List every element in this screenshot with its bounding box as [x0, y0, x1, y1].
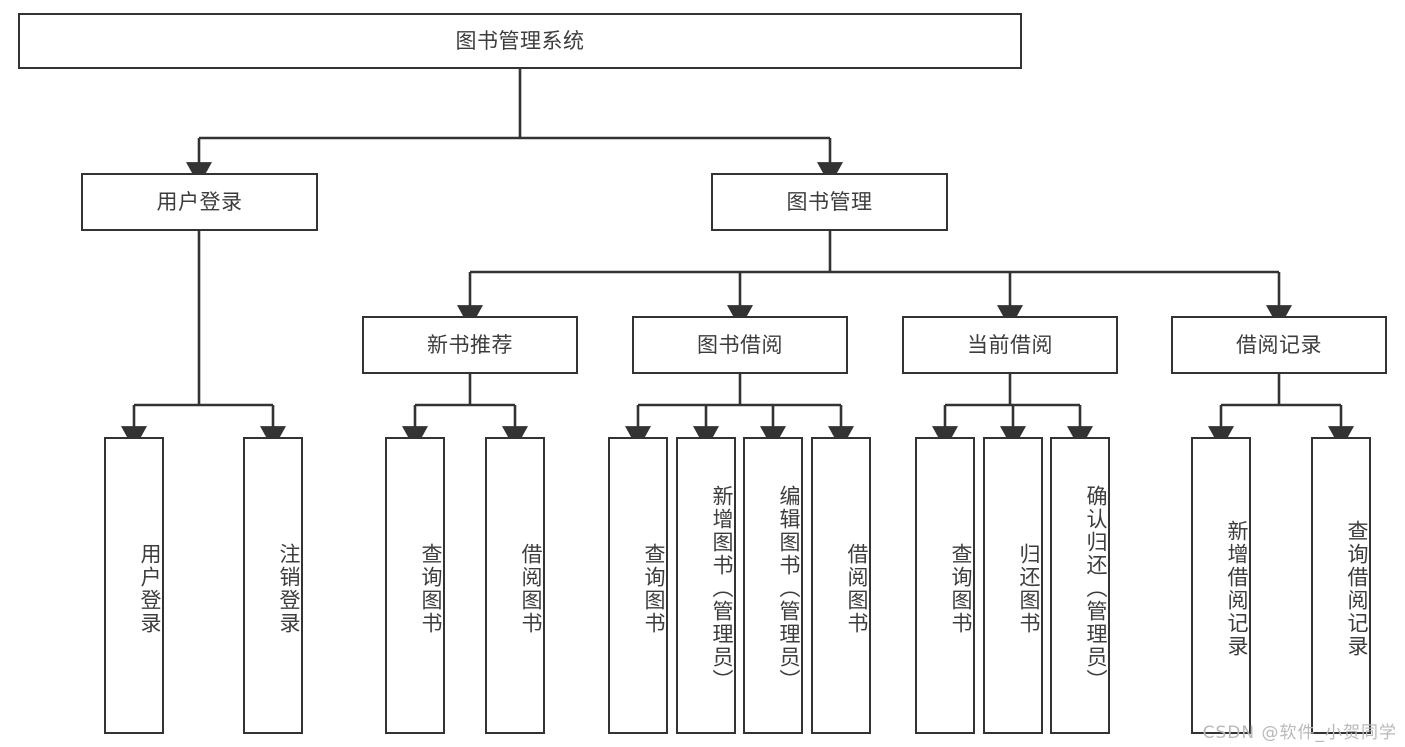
leaf-nbr-borrow-book-label: 借阅图书 [519, 542, 543, 635]
leaf-bb-edit-book-admin-label: 编辑图书（管理员） [777, 485, 801, 692]
node-new-book-recommend-label: 新书推荐 [427, 332, 513, 357]
node-book-borrow[interactable]: 图书借阅 [632, 316, 848, 374]
node-new-book-recommend[interactable]: 新书推荐 [362, 316, 578, 374]
leaf-nbr-query-book-label: 查询图书 [419, 542, 443, 635]
leaf-cb-query-book[interactable]: 查询图书 [915, 437, 975, 734]
leaf-logout-label: 注销登录 [277, 542, 301, 635]
leaf-cb-return-book[interactable]: 归还图书 [983, 437, 1043, 734]
leaf-user-login[interactable]: 用户登录 [104, 437, 164, 734]
leaf-bb-borrow-book[interactable]: 借阅图书 [811, 437, 871, 734]
node-user-login[interactable]: 用户登录 [81, 173, 318, 231]
node-book-borrow-label: 图书借阅 [697, 332, 783, 357]
node-root[interactable]: 图书管理系统 [18, 13, 1022, 69]
node-borrow-record[interactable]: 借阅记录 [1171, 316, 1387, 374]
leaf-cb-confirm-return-admin-label: 确认归还（管理员） [1084, 485, 1108, 692]
leaf-logout[interactable]: 注销登录 [243, 437, 303, 734]
leaf-bb-add-book-admin-label: 新增图书（管理员） [710, 485, 734, 692]
node-user-login-label: 用户登录 [156, 189, 243, 214]
leaf-br-add-record[interactable]: 新增借阅记录 [1191, 437, 1251, 734]
leaf-cb-query-book-label: 查询图书 [949, 542, 973, 635]
leaf-cb-return-book-label: 归还图书 [1017, 542, 1041, 635]
leaf-br-add-record-label: 新增借阅记录 [1225, 519, 1249, 658]
leaf-bb-query-book[interactable]: 查询图书 [608, 437, 668, 734]
leaf-bb-borrow-book-label: 借阅图书 [845, 542, 869, 635]
leaf-bb-edit-book-admin[interactable]: 编辑图书（管理员） [743, 437, 803, 734]
node-borrow-record-label: 借阅记录 [1236, 332, 1322, 357]
node-book-management-label: 图书管理 [786, 189, 873, 214]
leaf-br-query-record-label: 查询借阅记录 [1345, 519, 1369, 658]
node-current-borrow[interactable]: 当前借阅 [902, 316, 1118, 374]
node-root-label: 图书管理系统 [455, 28, 585, 53]
leaf-bb-query-book-label: 查询图书 [642, 542, 666, 635]
leaf-bb-add-book-admin[interactable]: 新增图书（管理员） [676, 437, 736, 734]
leaf-cb-confirm-return-admin[interactable]: 确认归还（管理员） [1050, 437, 1110, 734]
leaf-br-query-record[interactable]: 查询借阅记录 [1311, 437, 1371, 734]
watermark-text: CSDN @软件_小贺同学 [1202, 723, 1397, 743]
leaf-nbr-query-book[interactable]: 查询图书 [385, 437, 445, 734]
node-book-management[interactable]: 图书管理 [711, 173, 948, 231]
leaf-nbr-borrow-book[interactable]: 借阅图书 [485, 437, 545, 734]
leaf-user-login-label: 用户登录 [138, 542, 162, 635]
node-current-borrow-label: 当前借阅 [967, 332, 1053, 357]
